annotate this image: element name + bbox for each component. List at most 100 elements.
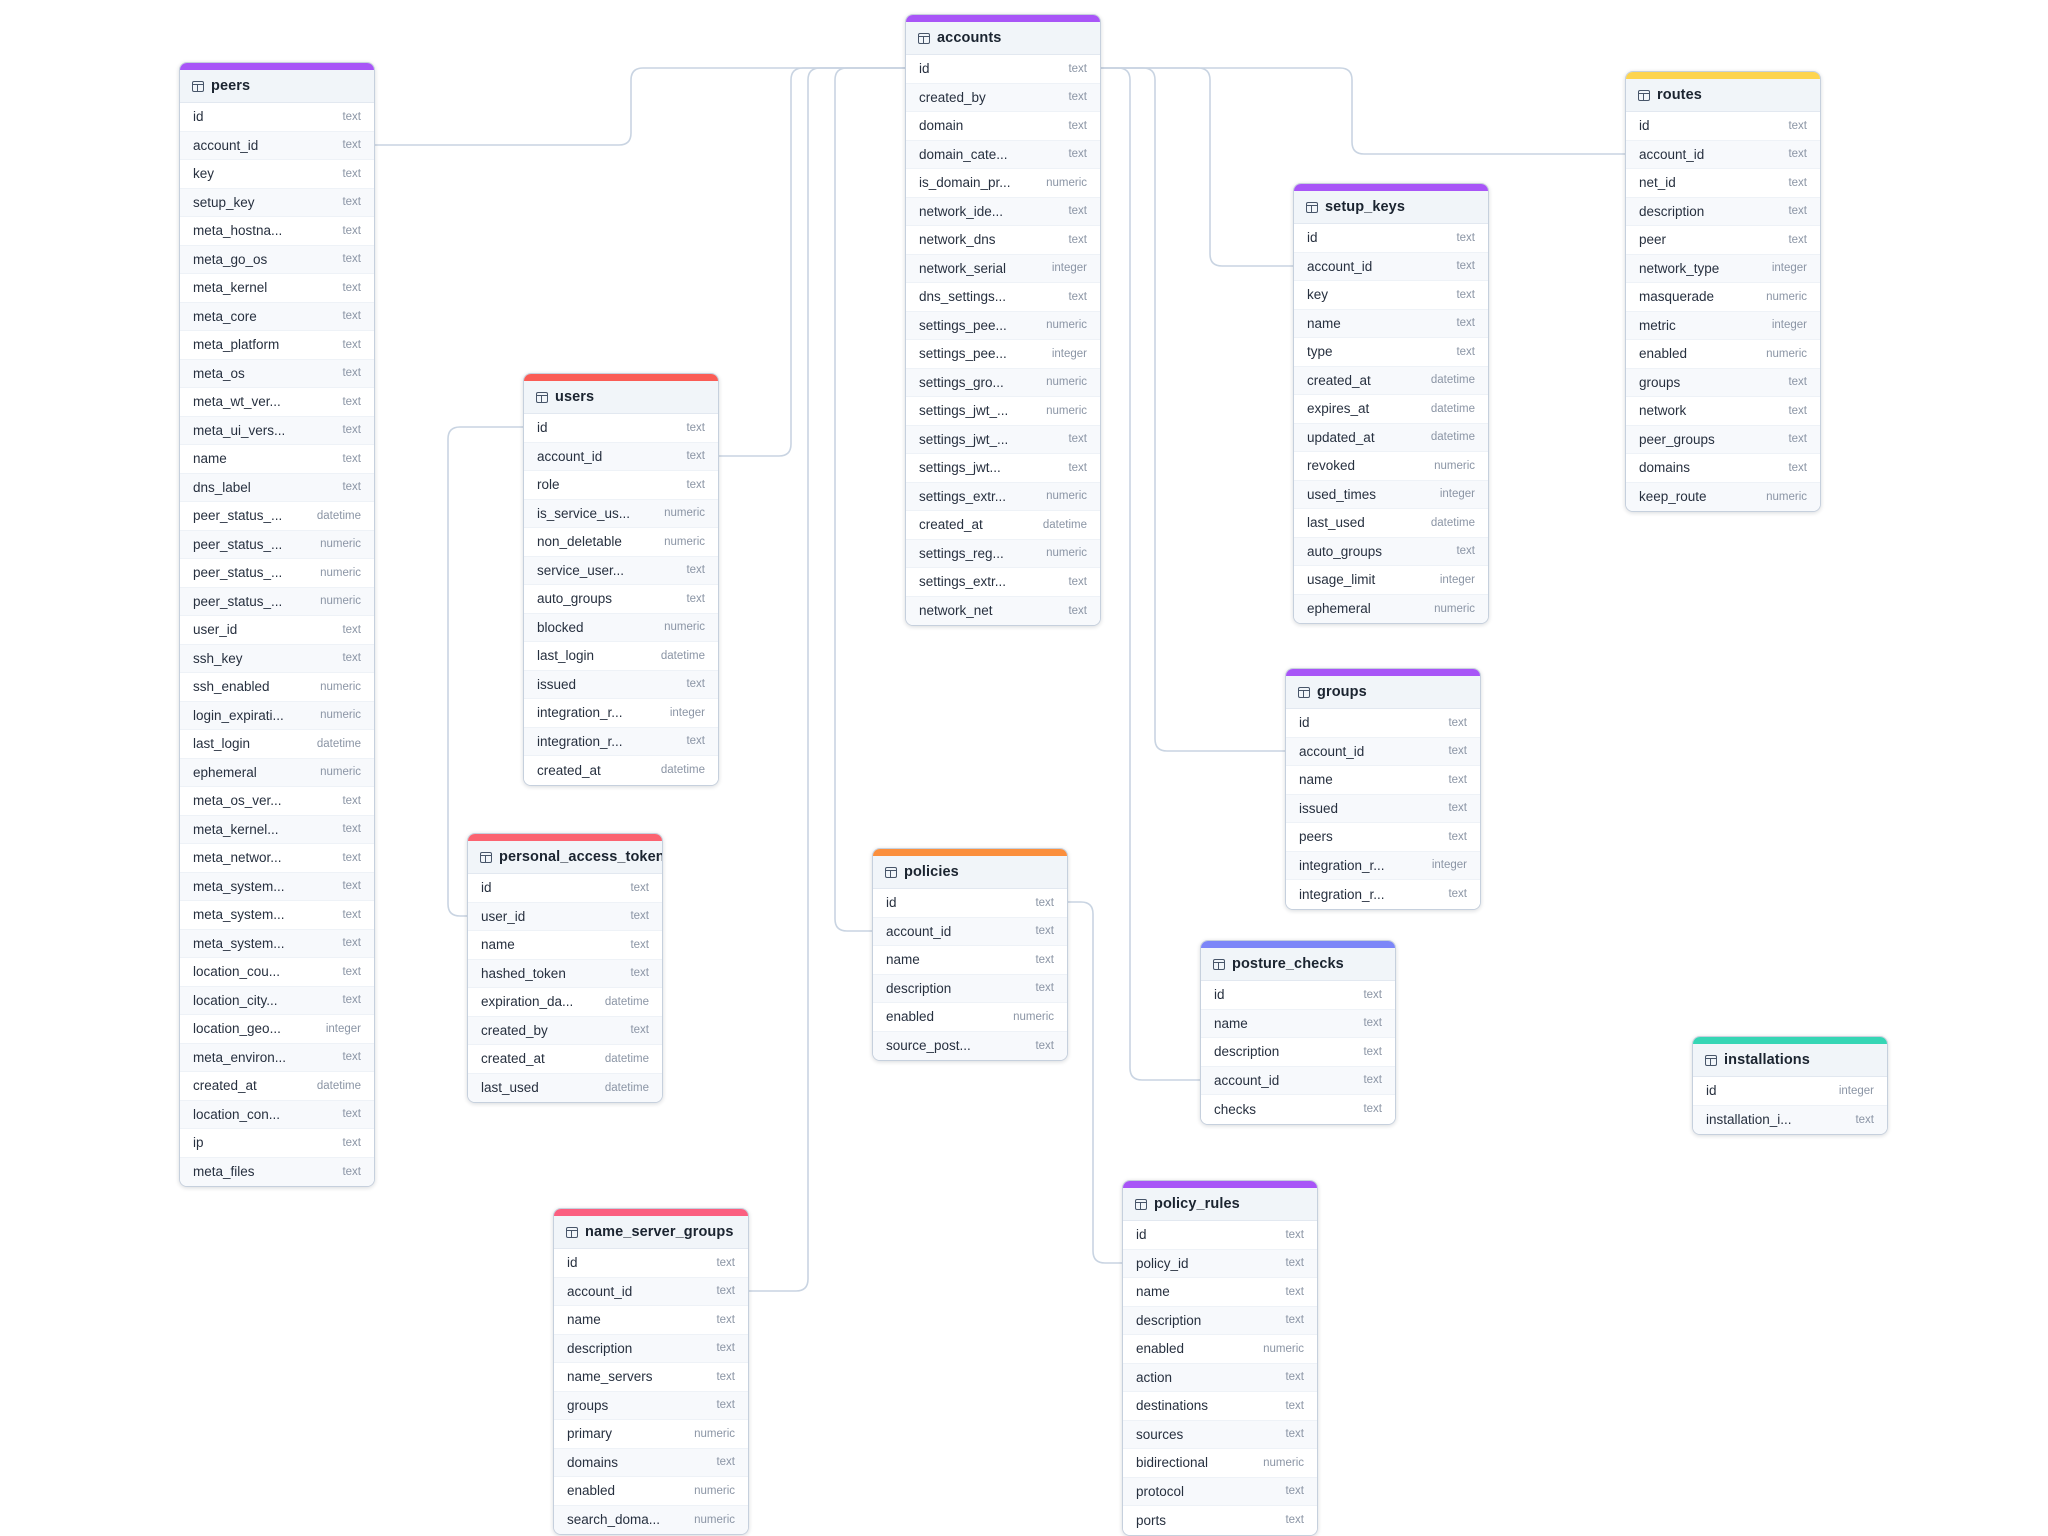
table-field-row: created_at datetime	[906, 511, 1100, 540]
table-color-bar	[1201, 941, 1395, 948]
field-type: text	[716, 1285, 735, 1298]
field-name: id	[481, 880, 492, 896]
table-field-row: name_servers text	[554, 1363, 748, 1392]
table-color-bar	[554, 1209, 748, 1216]
table-header[interactable]: name_server_groups	[554, 1216, 748, 1249]
table-field-row: name text	[1201, 1009, 1395, 1038]
field-type: integer	[1431, 859, 1467, 872]
table-card-peers[interactable]: peers id text account_id text key text s…	[179, 62, 375, 1187]
table-field-row: masquerade numeric	[1626, 283, 1820, 312]
table-card-accounts[interactable]: accounts id text created_by text domain …	[905, 14, 1101, 626]
field-type: numeric	[1766, 290, 1807, 303]
table-fields: id text name text description text accou…	[1201, 981, 1395, 1124]
table-card-posture_checks[interactable]: posture_checks id text name text descrip…	[1200, 940, 1396, 1125]
table-field-row: service_user... text	[524, 556, 718, 585]
table-field-row: key text	[1294, 281, 1488, 310]
field-type: text	[342, 281, 361, 294]
table-card-groups[interactable]: groups id text account_id text name text…	[1285, 668, 1481, 910]
table-field-row: name text	[468, 931, 662, 960]
table-card-personal_access_tokens[interactable]: personal_access_tokens id text user_id t…	[467, 833, 663, 1103]
table-card-installations[interactable]: installations id integer installation_i.…	[1692, 1036, 1888, 1135]
table-card-name_server_groups[interactable]: name_server_groups id text account_id te…	[553, 1208, 749, 1535]
connector-users.id-to-personal_access_tokens.user_id	[447, 426, 524, 917]
table-card-setup_keys[interactable]: setup_keys id text account_id text key t…	[1293, 183, 1489, 624]
table-header[interactable]: routes	[1626, 79, 1820, 112]
table-field-row: meta_files text	[180, 1157, 374, 1186]
field-type: text	[1448, 802, 1467, 815]
field-name: meta_system...	[193, 907, 285, 923]
table-field-row: location_geo... integer	[180, 1015, 374, 1044]
table-field-row: peer_groups text	[1626, 425, 1820, 454]
field-name: id	[567, 1255, 578, 1271]
field-type: numeric	[1046, 404, 1087, 417]
table-card-routes[interactable]: routes id text account_id text net_id te…	[1625, 71, 1821, 512]
field-name: network_ide...	[919, 203, 1004, 219]
table-color-bar	[524, 374, 718, 381]
field-name: role	[537, 477, 560, 493]
field-type: numeric	[1263, 1456, 1304, 1469]
field-type: text	[1448, 716, 1467, 729]
table-header[interactable]: users	[524, 381, 718, 414]
field-name: metric	[1639, 317, 1676, 333]
field-name: location_city...	[193, 992, 278, 1008]
field-name: integration_r...	[537, 733, 623, 749]
table-field-row: network text	[1626, 397, 1820, 426]
field-name: search_doma...	[567, 1512, 661, 1528]
field-type: datetime	[660, 764, 705, 777]
table-card-policies[interactable]: policies id text account_id text name te…	[872, 848, 1068, 1061]
field-name: used_times	[1307, 486, 1377, 502]
field-name: type	[1307, 344, 1333, 360]
table-field-row: user_id text	[468, 902, 662, 931]
field-name: network_serial	[919, 260, 1007, 276]
field-name: non_deletable	[537, 534, 622, 550]
field-name: login_expirati...	[193, 707, 284, 723]
field-type: text	[630, 910, 649, 923]
table-field-row: is_service_us... numeric	[524, 499, 718, 528]
field-name: id	[886, 895, 897, 911]
field-name: meta_core	[193, 308, 257, 324]
table-field-row: id text	[1201, 981, 1395, 1010]
table-header[interactable]: policies	[873, 856, 1067, 889]
table-header[interactable]: personal_access_tokens	[468, 841, 662, 874]
table-header[interactable]: policy_rules	[1123, 1188, 1317, 1221]
table-name: users	[555, 389, 595, 405]
field-type: text	[1788, 404, 1807, 417]
table-field-row: is_domain_pr... numeric	[906, 169, 1100, 198]
field-name: usage_limit	[1307, 572, 1376, 588]
table-header[interactable]: peers	[180, 70, 374, 103]
table-field-row: role text	[524, 471, 718, 500]
table-card-users[interactable]: users id text account_id text role text …	[523, 373, 719, 786]
table-header[interactable]: installations	[1693, 1044, 1887, 1077]
field-type: text	[1363, 1045, 1382, 1058]
field-type: integer	[669, 706, 705, 719]
field-name: meta_platform	[193, 337, 280, 353]
table-field-row: keep_route numeric	[1626, 482, 1820, 511]
table-field-row: created_at datetime	[468, 1045, 662, 1074]
field-name: name	[1136, 1284, 1170, 1300]
field-name: is_domain_pr...	[919, 175, 1011, 191]
table-header[interactable]: posture_checks	[1201, 948, 1395, 981]
table-field-row: description text	[1201, 1038, 1395, 1067]
table-header[interactable]: groups	[1286, 676, 1480, 709]
table-field-row: usage_limit integer	[1294, 566, 1488, 595]
field-type: text	[1285, 1485, 1304, 1498]
field-type: text	[716, 1256, 735, 1269]
table-icon	[1298, 686, 1310, 698]
table-field-row: installation_i... text	[1693, 1105, 1887, 1134]
field-name: auto_groups	[1307, 543, 1383, 559]
table-header[interactable]: accounts	[906, 22, 1100, 55]
field-type: text	[342, 367, 361, 380]
table-field-row: created_at datetime	[1294, 366, 1488, 395]
field-name: meta_go_os	[193, 251, 268, 267]
field-type: numeric	[1046, 176, 1087, 189]
field-type: numeric	[664, 507, 705, 520]
field-name: created_at	[481, 1051, 545, 1067]
table-header[interactable]: setup_keys	[1294, 191, 1488, 224]
field-type: datetime	[1042, 518, 1087, 531]
field-type: text	[686, 478, 705, 491]
table-card-policy_rules[interactable]: policy_rules id text policy_id text name…	[1122, 1180, 1318, 1536]
field-name: description	[886, 980, 952, 996]
field-type: integer	[1771, 262, 1807, 275]
field-type: text	[342, 196, 361, 209]
